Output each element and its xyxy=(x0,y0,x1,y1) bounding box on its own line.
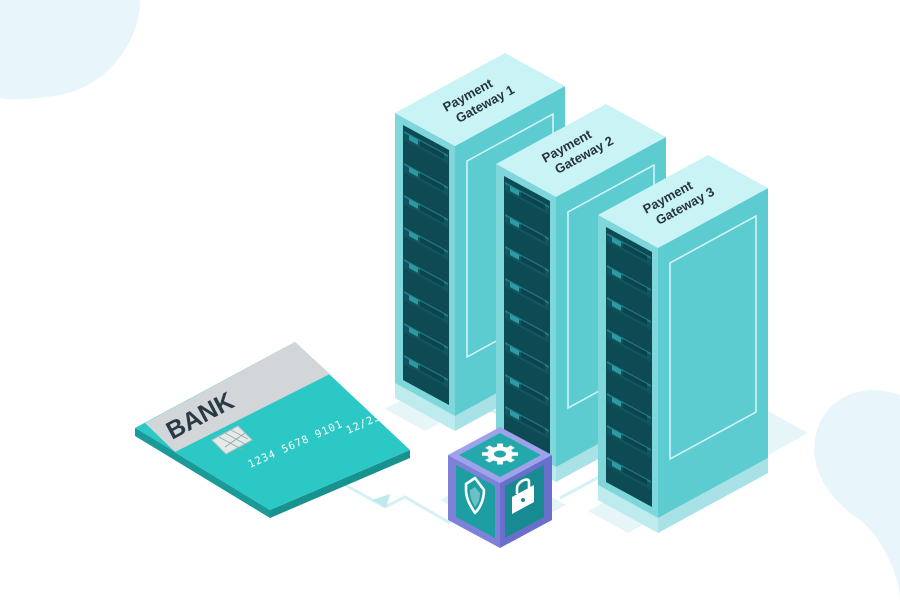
background-blob-bottom-right xyxy=(814,390,900,600)
payment-gateway-server-3: Payment Gateway 3 xyxy=(588,155,808,533)
payment-gateway-server-2: Payment Gateway 2 xyxy=(486,104,706,482)
security-cube xyxy=(440,427,566,548)
padlock-icon xyxy=(512,478,534,514)
bank-card: BANK 1234 5678 9101 12/23 xyxy=(135,342,410,518)
shield-icon xyxy=(464,476,486,515)
card-chip-icon xyxy=(211,425,253,455)
connection-arrow xyxy=(372,494,390,508)
background-blob-top-left xyxy=(0,0,140,100)
gear-icon xyxy=(482,443,518,465)
